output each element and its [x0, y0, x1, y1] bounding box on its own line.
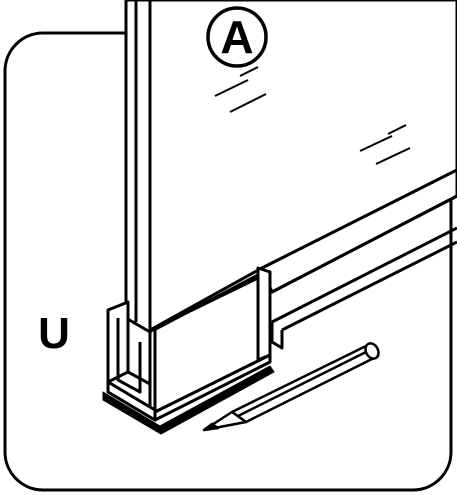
step-badge — [206, 6, 268, 68]
step-label: A — [220, 11, 254, 63]
pencil-icon — [202, 342, 380, 432]
floor-pencil-mark — [102, 365, 275, 435]
glass-reflection-marks — [214, 66, 411, 165]
u-profile-icon — [106, 266, 272, 422]
profile-label: U — [38, 309, 70, 358]
